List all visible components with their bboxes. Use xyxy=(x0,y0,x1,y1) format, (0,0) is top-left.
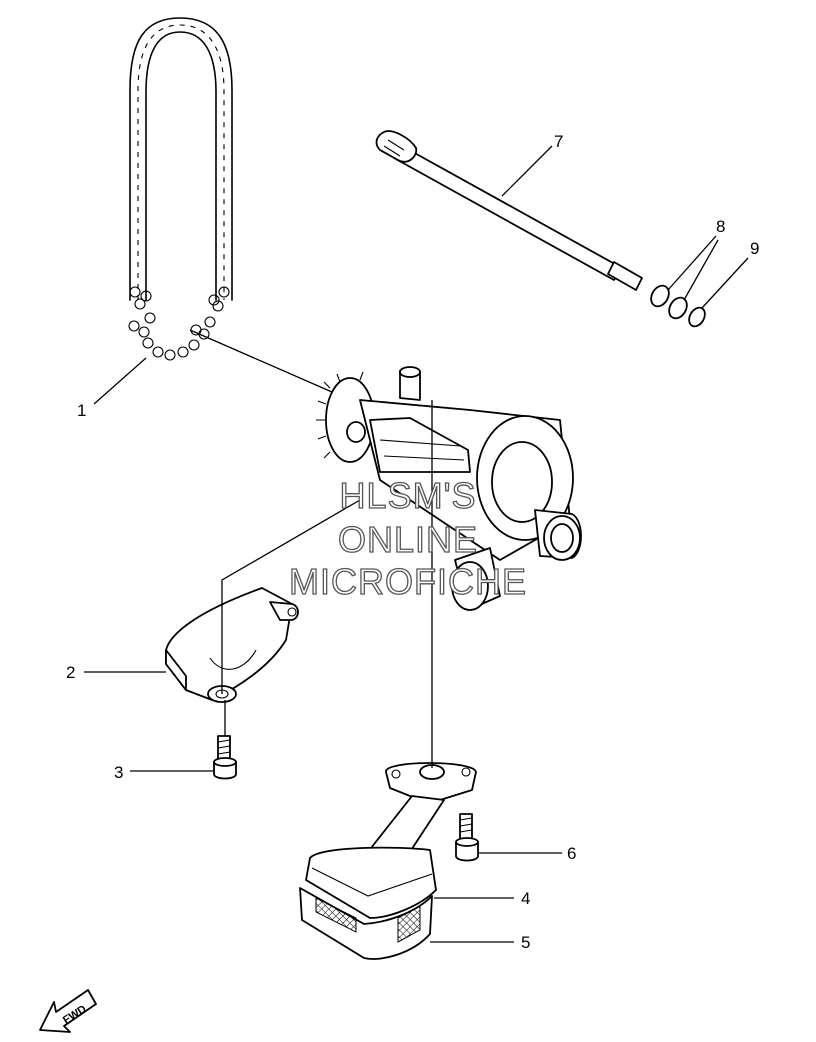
callout-8: 8 xyxy=(716,217,725,236)
o-rings xyxy=(650,284,706,328)
watermark-line-1: HLSM'S xyxy=(339,475,477,516)
callout-3: 3 xyxy=(114,763,123,782)
callout-7: 7 xyxy=(554,132,563,151)
callout-6: 6 xyxy=(567,844,576,863)
cover-bolt xyxy=(213,735,237,780)
watermark-line-2: ONLINE xyxy=(337,519,479,560)
drive-chain xyxy=(128,17,233,361)
callout-2: 2 xyxy=(66,663,75,682)
watermark-line-3: MICROFICHE xyxy=(288,561,527,602)
oil-strainer xyxy=(299,762,477,960)
strainer-bolt xyxy=(455,813,479,862)
pump-cover xyxy=(165,587,299,703)
callout-4: 4 xyxy=(521,889,530,908)
fwd-arrow: FWD xyxy=(39,989,97,1033)
oil-pump-assembly xyxy=(316,366,582,611)
callout-9: 9 xyxy=(750,239,759,258)
callout-1: 1 xyxy=(77,401,86,420)
callout-5: 5 xyxy=(521,933,530,952)
leader-lines xyxy=(84,145,749,943)
callout-numbers: 1 2 3 4 5 6 7 8 9 xyxy=(66,132,759,952)
pump-shaft xyxy=(375,130,643,291)
